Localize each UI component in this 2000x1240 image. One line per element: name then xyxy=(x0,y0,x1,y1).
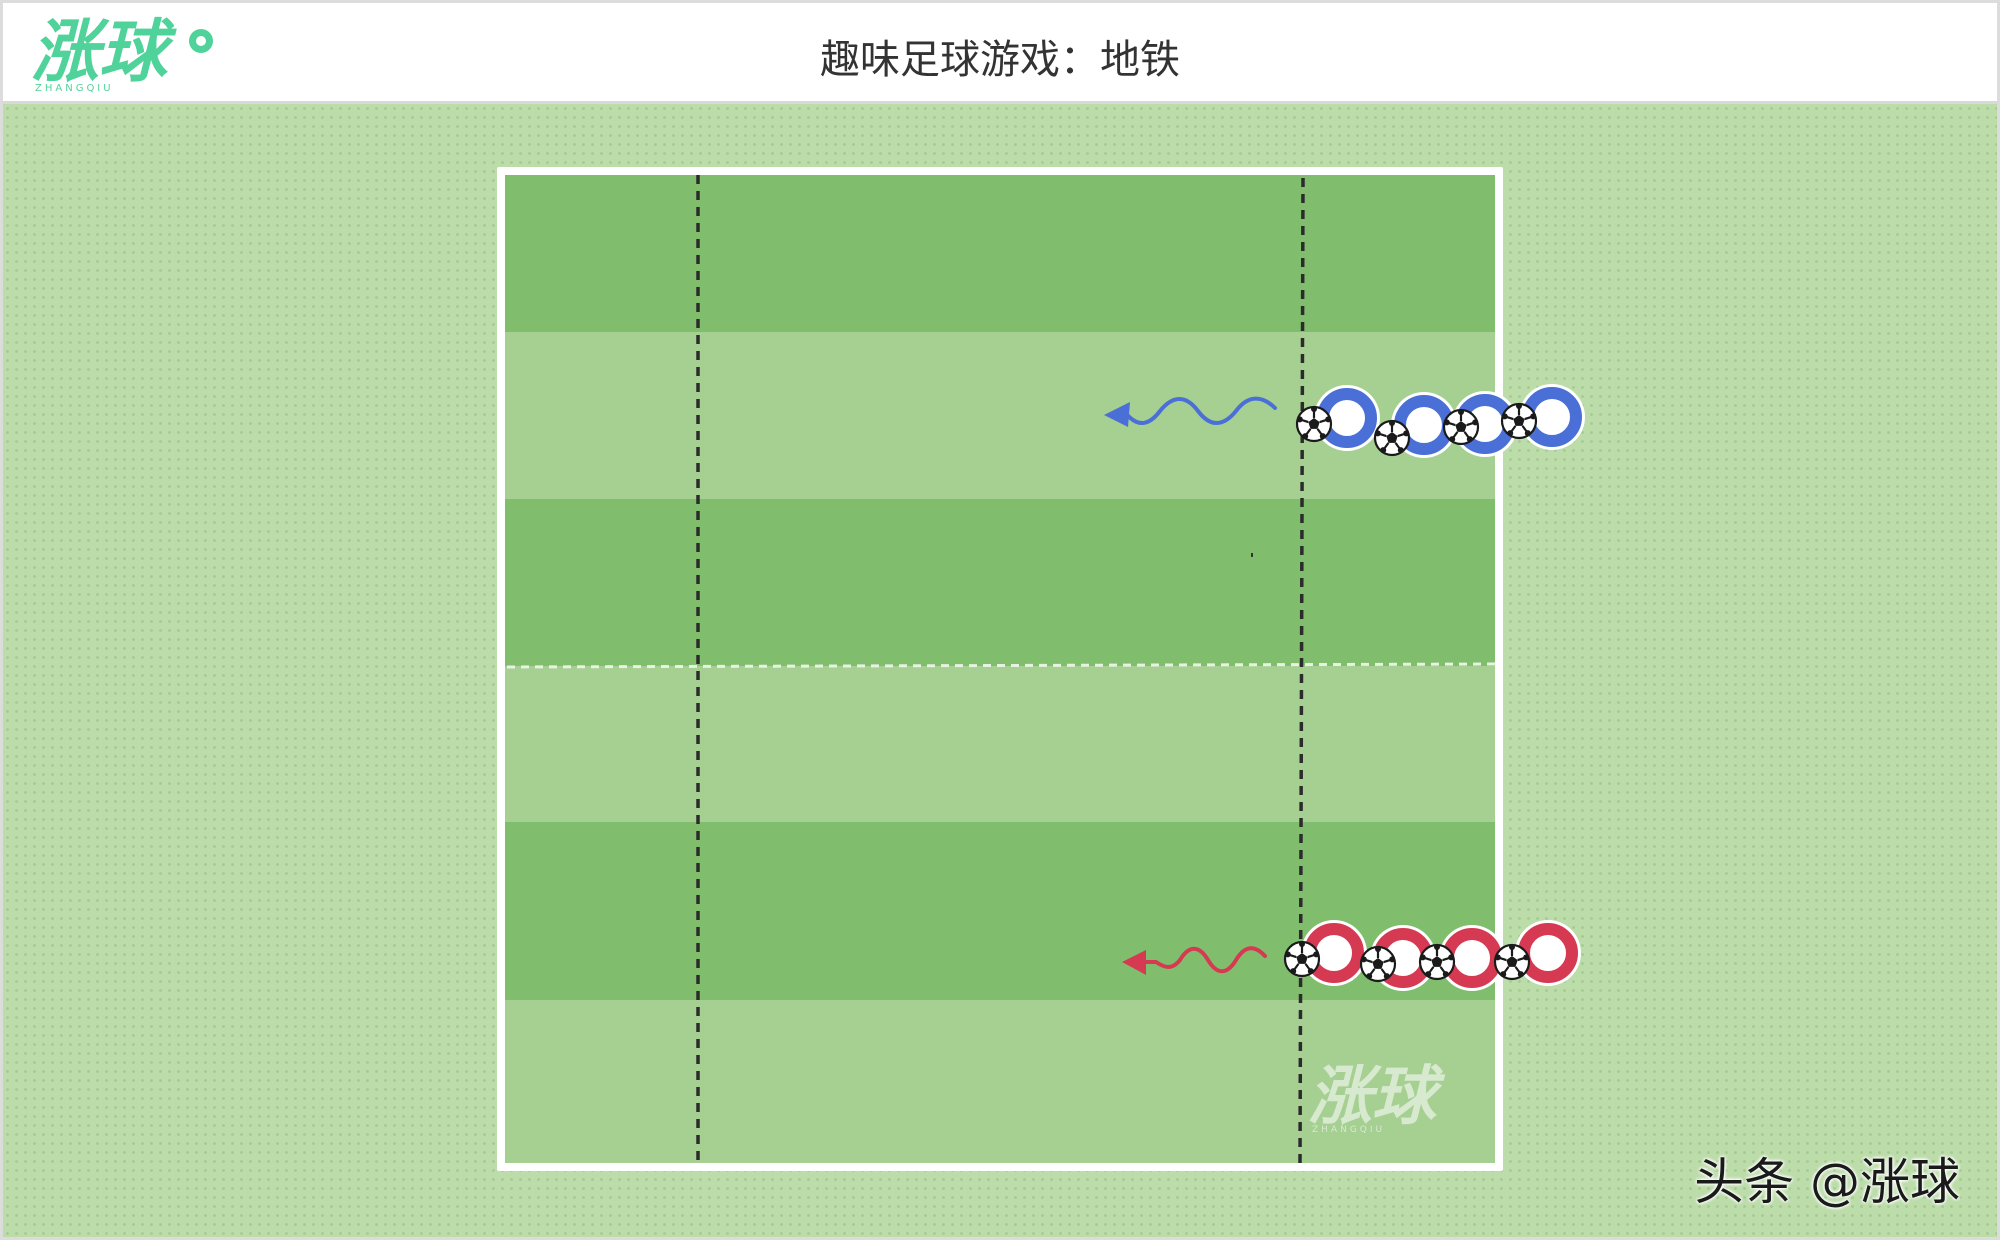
soccer-ball-icon xyxy=(1373,418,1411,457)
blue-dribble-arrow-icon xyxy=(1104,396,1277,427)
halfway-dashed-line xyxy=(506,662,1496,669)
pitch-mark xyxy=(1251,553,1253,557)
red-dribble-arrow-icon xyxy=(1122,946,1267,975)
page-title: 趣味足球游戏：地铁 xyxy=(820,37,1180,83)
zhangqiu-logo: 涨球 ZHANGQIU xyxy=(31,13,213,94)
pitch-stripes xyxy=(505,175,1495,1163)
soccer-ball-icon xyxy=(1500,401,1538,440)
logo-subtext: ZHANGQIU xyxy=(35,83,114,94)
watermark-text: 涨球 xyxy=(1308,1060,1446,1134)
soccer-ball-icon xyxy=(1418,942,1456,981)
stripe-4 xyxy=(505,666,1495,822)
soccer-ball-icon xyxy=(1493,942,1531,981)
player-ring-icon xyxy=(1518,923,1578,983)
right-zone-dashed-line xyxy=(1298,177,1305,1167)
player-ring-icon xyxy=(1442,928,1502,988)
header-bar: 涨球 ZHANGQIU 趣味足球游戏：地铁 xyxy=(3,3,1997,104)
red-team xyxy=(1283,920,1581,991)
author-credit: 头条 @涨球 xyxy=(1694,1153,1960,1211)
logo-text: 涨球 xyxy=(31,13,177,92)
soccer-ball-icon xyxy=(1295,404,1333,443)
watermark-subtext: ZHANGQIU xyxy=(1312,1125,1385,1135)
watermark: 涨球 ZHANGQIU xyxy=(1308,1060,1446,1135)
stripe-3 xyxy=(505,499,1495,666)
stripe-1 xyxy=(505,175,1495,332)
soccer-ball-icon xyxy=(1283,939,1321,978)
soccer-ball-icon xyxy=(1359,944,1397,983)
blue-team xyxy=(1295,384,1585,458)
stripe-6 xyxy=(505,1000,1495,1163)
soccer-ball-icon xyxy=(1442,407,1480,446)
